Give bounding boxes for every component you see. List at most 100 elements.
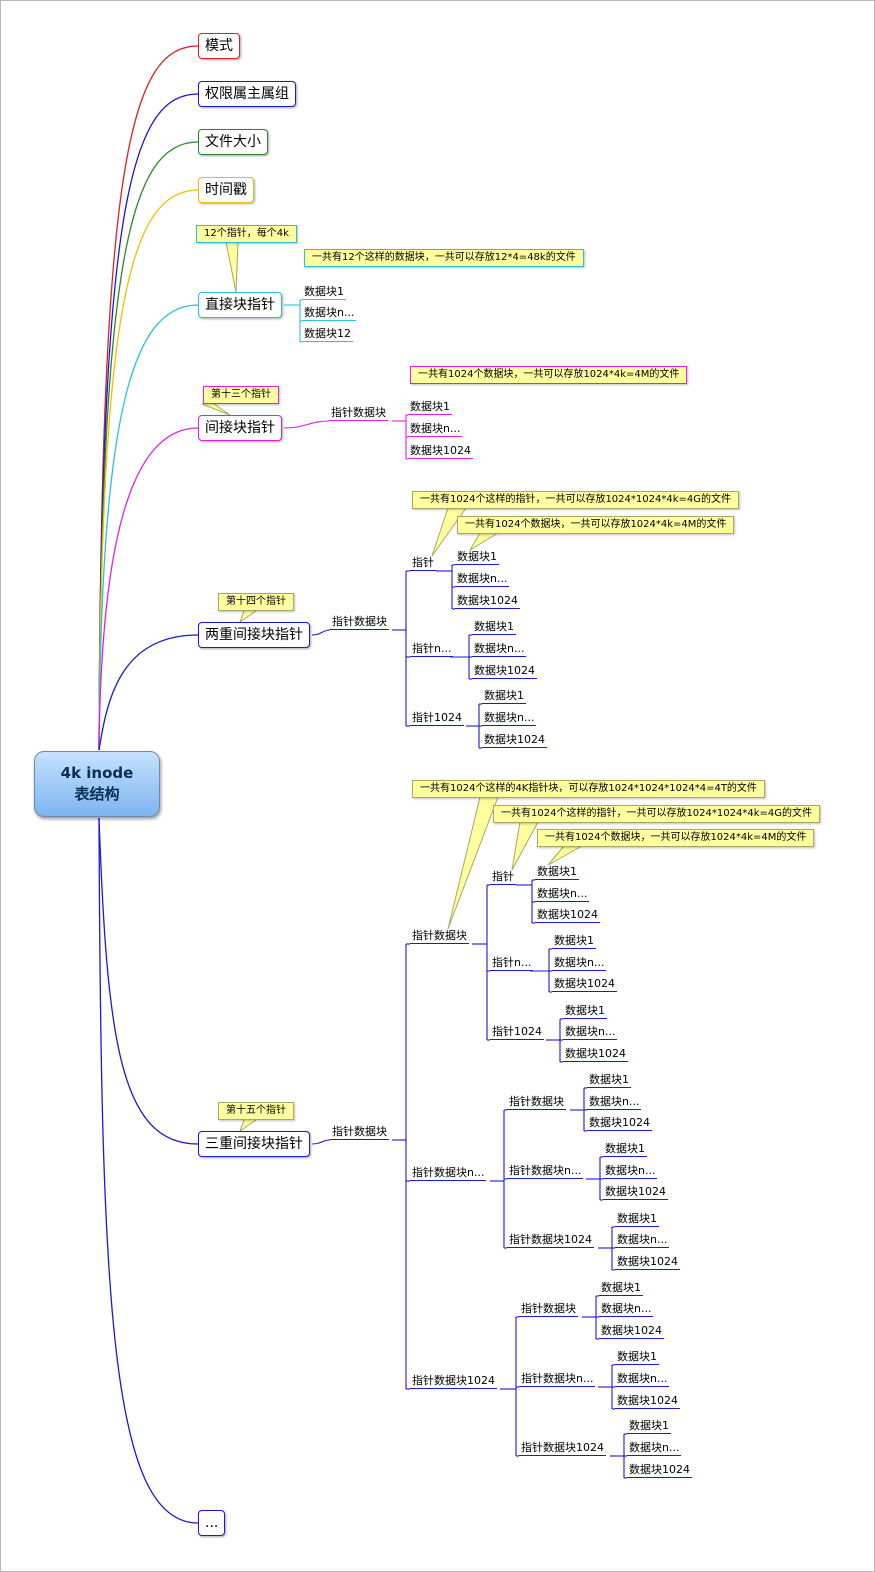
topic-triple-indirect-block-pointer[interactable]: 三重间接块指针 [198, 1131, 310, 1157]
double-pointer-1024[interactable]: 指针1024 [410, 711, 464, 726]
callout-pointer-thirteenth [201, 403, 231, 416]
callout-pointer-triple-pointers [511, 821, 539, 871]
double-p1024-data-block-1024[interactable]: 数据块1024 [482, 733, 547, 748]
triple-a-p1-data-block-1[interactable]: 数据块1 [535, 865, 579, 880]
callout-fifteenth-pointer: 第十五个指针 [218, 1102, 294, 1120]
triple-b-ptrblock-1024[interactable]: 指针数据块1024 [507, 1233, 594, 1248]
triple-b-ptrblock[interactable]: 指针数据块 [507, 1095, 566, 1110]
callout-pointer-triple-ptrblocks [447, 796, 499, 930]
triple-b1024-data-block-1024[interactable]: 数据块1024 [615, 1255, 680, 1270]
triple-b1024-data-block-n[interactable]: 数据块n... [615, 1233, 670, 1248]
direct-data-block-12[interactable]: 数据块12 [302, 327, 353, 342]
callout-fourteenth-pointer: 第十四个指针 [218, 593, 294, 611]
double-pointer-block[interactable]: 指针数据块 [330, 615, 389, 630]
topic-direct-block-pointer[interactable]: 直接块指针 [198, 292, 282, 318]
connector-root-indirect [98, 427, 199, 751]
callout-triple-blocks-total: 一共有1024个数据块，一共可以存放1024*4k=4M的文件 [537, 829, 815, 847]
indirect-pointer-block[interactable]: 指针数据块 [329, 406, 388, 421]
triple-a-p1024-data-block-n[interactable]: 数据块n... [563, 1025, 618, 1040]
connector-root-triple [98, 817, 199, 1145]
indirect-data-block-n[interactable]: 数据块n... [408, 422, 463, 437]
triple-c1-data-block-1[interactable]: 数据块1 [599, 1281, 643, 1296]
root-title: 4k inode [60, 764, 134, 782]
triple-b1-data-block-n[interactable]: 数据块n... [587, 1095, 642, 1110]
triple-c1024-data-block-n[interactable]: 数据块n... [627, 1441, 682, 1456]
connector-double-stem [311, 629, 331, 636]
double-pointer-n[interactable]: 指针n... [410, 642, 454, 657]
indirect-data-block-1[interactable]: 数据块1 [408, 400, 452, 415]
connector-root-double [98, 634, 199, 751]
triple-c-ptrblock-1024[interactable]: 指针数据块1024 [519, 1441, 606, 1456]
triple-bn-data-block-1[interactable]: 数据块1 [603, 1142, 647, 1157]
callout-thirteenth-pointer: 第十三个指针 [203, 386, 279, 404]
triple-bn-data-block-n[interactable]: 数据块n... [603, 1164, 658, 1179]
triple-b1024-data-block-1[interactable]: 数据块1 [615, 1212, 659, 1227]
callout-double-blocks-total: 一共有1024个数据块，一共可以存放1024*4k=4M的文件 [457, 516, 735, 534]
connector-indirect-stem [283, 420, 330, 429]
triple-cn-data-block-1024[interactable]: 数据块1024 [615, 1394, 680, 1409]
callout-pointer-triple-blocks [547, 845, 583, 866]
double-p1-data-block-1[interactable]: 数据块1 [455, 550, 499, 565]
triple-c-ptrblock[interactable]: 指针数据块 [519, 1302, 578, 1317]
triple-a-p1024-data-block-1[interactable]: 数据块1 [563, 1004, 607, 1019]
triple-a-pointer[interactable]: 指针 [490, 870, 516, 885]
direct-data-block-1[interactable]: 数据块1 [302, 285, 346, 300]
double-p1024-data-block-1[interactable]: 数据块1 [482, 689, 526, 704]
double-pointer[interactable]: 指针 [410, 556, 436, 571]
double-p1024-data-block-n[interactable]: 数据块n... [482, 711, 537, 726]
triple-cn-data-block-n[interactable]: 数据块n... [615, 1372, 670, 1387]
callout-direct-total: 一共有12个这样的数据块，一共可以存放12*4=48k的文件 [304, 249, 584, 267]
triple-a-p1-data-block-n[interactable]: 数据块n... [535, 887, 590, 902]
topic-file-size[interactable]: 文件大小 [198, 129, 268, 155]
callout-pointer-fifteenth [238, 1119, 257, 1133]
connector-root-size [98, 141, 199, 751]
triple-bn-data-block-1024[interactable]: 数据块1024 [603, 1185, 668, 1200]
triple-a-p1-data-block-1024[interactable]: 数据块1024 [535, 908, 600, 923]
triple-cn-data-block-1[interactable]: 数据块1 [615, 1350, 659, 1365]
triple-a-pn-data-block-1024[interactable]: 数据块1024 [552, 977, 617, 992]
connector-root-mode [98, 45, 199, 751]
triple-a-pointer-1024[interactable]: 指针1024 [490, 1025, 544, 1040]
connector-triple-stem [311, 1139, 331, 1145]
double-p1-data-block-1024[interactable]: 数据块1024 [455, 594, 520, 609]
triple-ptrblock-1024[interactable]: 指针数据块1024 [410, 1374, 497, 1389]
triple-a-pn-data-block-1[interactable]: 数据块1 [552, 934, 596, 949]
callout-triple-ptrblocks-total: 一共有1024个这样的4K指针块，可以存放1024*1024*1024*4=4T… [412, 780, 765, 798]
root-subtitle: 表结构 [74, 785, 120, 803]
triple-a-pn-data-block-n[interactable]: 数据块n... [552, 956, 607, 971]
callout-double-pointers-total: 一共有1024个这样的指针，一共可以存放1024*1024*4k=4G的文件 [412, 491, 739, 509]
triple-a-p1024-data-block-1024[interactable]: 数据块1024 [563, 1047, 628, 1062]
triple-b1-data-block-1[interactable]: 数据块1 [587, 1073, 631, 1088]
topic-indirect-block-pointer[interactable]: 间接块指针 [198, 415, 282, 441]
triple-c1024-data-block-1024[interactable]: 数据块1024 [627, 1463, 692, 1478]
triple-a-pointer-n[interactable]: 指针n... [490, 956, 534, 971]
double-pn-data-block-1[interactable]: 数据块1 [472, 620, 516, 635]
triple-ptrblock-n[interactable]: 指针数据块n... [410, 1166, 487, 1181]
direct-data-block-n[interactable]: 数据块n... [302, 306, 357, 321]
triple-c1024-data-block-1[interactable]: 数据块1 [627, 1419, 671, 1434]
double-pn-data-block-n[interactable]: 数据块n... [472, 642, 527, 657]
callout-pointer-direct-count [225, 241, 239, 293]
triple-c1-data-block-1024[interactable]: 数据块1024 [599, 1324, 664, 1339]
double-pn-data-block-1024[interactable]: 数据块1024 [472, 664, 537, 679]
root-topic[interactable]: 4k inode 表结构 [34, 751, 160, 817]
double-p1-data-block-n[interactable]: 数据块n... [455, 572, 510, 587]
triple-pointer-block[interactable]: 指针数据块 [330, 1125, 389, 1140]
connector-root-time [98, 189, 199, 751]
topic-double-indirect-block-pointer[interactable]: 两重间接块指针 [198, 622, 310, 648]
triple-c1-data-block-n[interactable]: 数据块n... [599, 1302, 654, 1317]
connector-root-direct [98, 304, 199, 751]
topic-timestamp[interactable]: 时间戳 [198, 177, 254, 203]
connector-root-more [98, 817, 199, 1524]
topic-permission-owner-group[interactable]: 权限属主属组 [198, 81, 296, 107]
triple-b-ptrblock-n[interactable]: 指针数据块n... [507, 1164, 584, 1179]
indirect-data-block-1024[interactable]: 数据块1024 [408, 444, 473, 459]
callout-indirect-total: 一共有1024个数据块，一共可以存放1024*4k=4M的文件 [410, 366, 688, 384]
callout-pointer-double-blocks [469, 532, 499, 551]
triple-b1-data-block-1024[interactable]: 数据块1024 [587, 1116, 652, 1131]
triple-c-ptrblock-n[interactable]: 指针数据块n... [519, 1372, 596, 1387]
triple-ptrblock[interactable]: 指针数据块 [410, 929, 469, 944]
topic-mode[interactable]: 模式 [198, 33, 240, 59]
topic-more[interactable]: ... [198, 1510, 226, 1536]
